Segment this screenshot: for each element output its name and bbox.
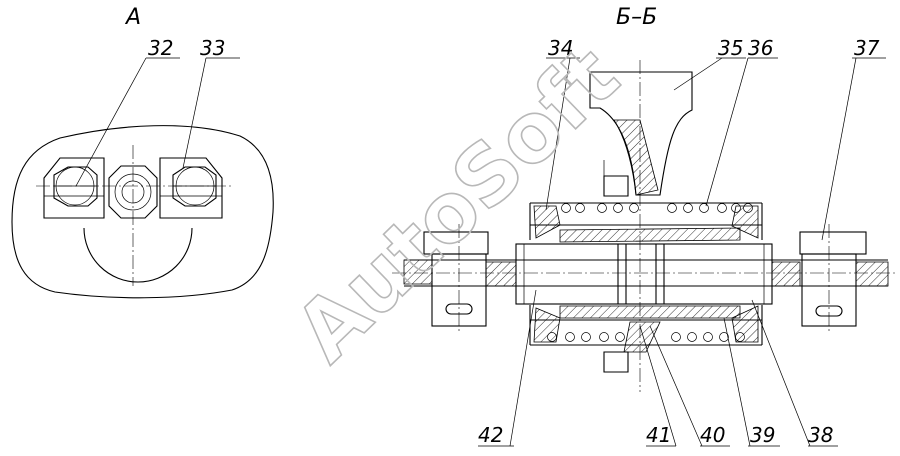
right-bolt bbox=[172, 166, 217, 207]
leader-35: 35 bbox=[673, 36, 746, 91]
svg-text:41: 41 bbox=[646, 423, 671, 447]
left-bolt bbox=[53, 166, 98, 207]
svg-text:38: 38 bbox=[808, 423, 833, 447]
main-shaft bbox=[515, 243, 773, 305]
side-rods bbox=[403, 259, 889, 287]
svg-text:32: 32 bbox=[148, 36, 173, 60]
leader-42: 42 bbox=[478, 289, 537, 447]
svg-text:33: 33 bbox=[200, 36, 225, 60]
svg-text:37: 37 bbox=[854, 36, 880, 60]
leader-37: 37 bbox=[821, 36, 886, 241]
leader-36: 36 bbox=[705, 36, 778, 207]
svg-text:40: 40 bbox=[700, 423, 725, 447]
view-a-outline bbox=[11, 125, 274, 299]
leader-33: 33 bbox=[182, 36, 240, 169]
lower-boss bbox=[83, 227, 193, 283]
upper-spring-housing bbox=[529, 202, 763, 243]
svg-text:39: 39 bbox=[750, 423, 775, 447]
lower-coils bbox=[547, 332, 745, 342]
leader-40: 40 bbox=[649, 325, 730, 447]
upper-coils bbox=[561, 203, 753, 213]
section-bb: Б–Б bbox=[392, 5, 896, 447]
leader-34: 34 bbox=[545, 36, 580, 211]
left-clamp-block bbox=[423, 224, 489, 332]
left-clamp-plate bbox=[43, 157, 105, 219]
view-a-title: А bbox=[124, 5, 141, 30]
leader-38: 38 bbox=[751, 299, 838, 447]
section-bb-title: Б–Б bbox=[616, 5, 657, 30]
leader-32: 32 bbox=[75, 36, 180, 187]
lower-spring-housing bbox=[529, 305, 763, 373]
leader-39: 39 bbox=[723, 317, 780, 447]
right-clamp-block bbox=[799, 224, 867, 332]
vertical-bracket bbox=[589, 71, 693, 197]
right-clamp-plate bbox=[159, 157, 223, 219]
svg-text:42: 42 bbox=[478, 423, 503, 447]
svg-text:34: 34 bbox=[548, 36, 573, 60]
leader-41: 41 bbox=[639, 325, 677, 447]
svg-text:36: 36 bbox=[748, 36, 773, 60]
view-a: А 32 bbox=[11, 5, 274, 299]
svg-text:35: 35 bbox=[718, 36, 743, 60]
